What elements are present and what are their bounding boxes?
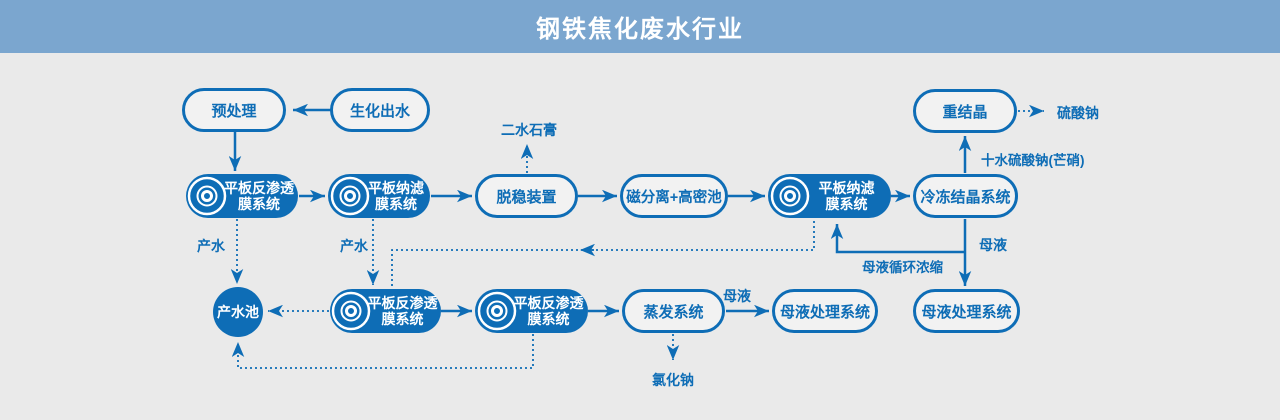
node-flat-ro-membrane-system-bottom-1: 平板反渗透膜系统	[330, 289, 441, 333]
node-label: 母液处理系统	[779, 303, 870, 321]
flow-label-product-water-2: 产水	[340, 238, 368, 254]
node-recrystallization: 重结晶	[913, 89, 1017, 133]
flow-label-glauber-salt: 十水硫酸钠(芒硝)	[981, 153, 1085, 168]
node-destabilization-unit: 脱稳装置	[475, 174, 578, 218]
page-title: 钢铁焦化废水行业	[536, 16, 744, 43]
membrane-disc-icon	[331, 291, 371, 331]
node-label: 重结晶	[942, 103, 988, 121]
node-label: 脱稳装置	[496, 188, 557, 206]
node-mother-liquor-treatment-system-right: 母液处理系统	[913, 289, 1020, 333]
flow-label-sodium-chloride: 氯化钠	[652, 372, 694, 388]
flow-label-dihydrate-gypsum: 二水石膏	[501, 122, 557, 138]
node-label: 平板反渗透膜系统	[224, 180, 294, 212]
membrane-disc-icon	[330, 176, 370, 216]
node-product-water-pool: 产水池	[213, 287, 263, 337]
node-label: 平板反渗透膜系统	[367, 295, 438, 327]
header-bar: 钢铁焦化废水行业	[0, 0, 1280, 53]
node-freeze-crystallization-system: 冷冻结晶系统	[913, 174, 1018, 218]
node-label: 母液处理系统	[921, 303, 1012, 321]
node-flat-ro-membrane-system-bottom-2: 平板反渗透膜系统	[475, 289, 588, 333]
flow-label-mother-liquor-right: 母液	[979, 237, 1007, 253]
node-label: 磁分离+高密池	[626, 189, 722, 206]
membrane-disc-icon	[187, 176, 227, 216]
node-mother-liquor-treatment-system-mid: 母液处理系统	[772, 289, 878, 333]
node-magnetic-separation-high-density-pool: 磁分离+高密池	[620, 174, 728, 218]
node-flat-nf-membrane-system-top: 平板纳滤膜系统	[328, 174, 430, 218]
node-label: 平板纳滤膜系统	[368, 180, 424, 212]
node-flat-ro-membrane-system-top: 平板反渗透膜系统	[186, 174, 298, 218]
node-label: 蒸发系统	[643, 303, 704, 321]
flow-label-mother-liquor-cycle: 母液循环浓缩	[862, 260, 943, 275]
node-flat-nf-membrane-system-right: 平板纳滤膜系统	[768, 174, 891, 218]
flow-label-product-water-1: 产水	[197, 238, 225, 254]
flow-label-sodium-sulfate: 硫酸钠	[1057, 105, 1099, 121]
node-label: 生化出水	[349, 102, 410, 120]
node-biochemical-effluent: 生化出水	[330, 88, 430, 132]
flow-label-mother-liquor-mid: 母液	[723, 288, 751, 304]
node-pretreatment: 预处理	[182, 88, 286, 132]
node-label: 平板反渗透膜系统	[513, 295, 584, 327]
node-label: 产水池	[217, 304, 259, 320]
node-evaporation-system: 蒸发系统	[622, 289, 725, 333]
node-label: 平板纳滤膜系统	[818, 180, 875, 212]
membrane-disc-icon	[477, 291, 517, 331]
node-label: 冷冻结晶系统	[920, 188, 1011, 206]
node-label: 预处理	[211, 102, 257, 120]
membrane-disc-icon	[770, 176, 810, 216]
